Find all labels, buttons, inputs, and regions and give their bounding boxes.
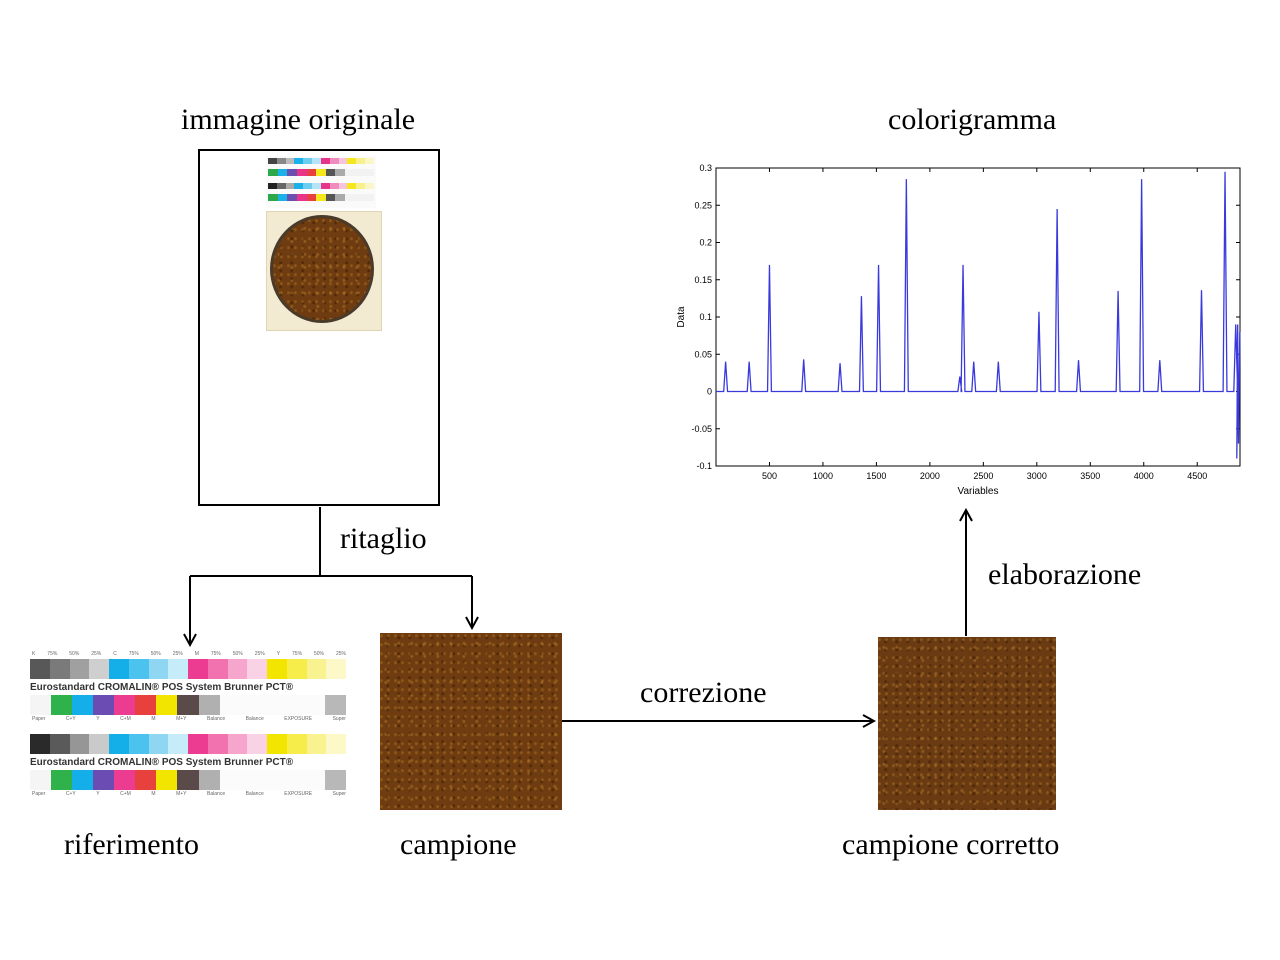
y-tick-label: 0.2 bbox=[699, 238, 712, 248]
tint-patches-bottom bbox=[30, 734, 346, 754]
x-axis-label: Variables bbox=[958, 486, 999, 497]
original-image-title: immagine originale bbox=[181, 103, 416, 136]
y-axis-label: Data bbox=[676, 306, 687, 328]
tint-patches-top bbox=[30, 659, 346, 679]
correction-step-label: correzione bbox=[640, 676, 767, 709]
y-tick-label: -0.05 bbox=[691, 424, 712, 434]
colorigram-series-line bbox=[716, 171, 1241, 459]
x-tick-label: 4000 bbox=[1134, 471, 1154, 481]
brand-line-bottom: Eurostandard CROMALIN® POS System Brunne… bbox=[30, 757, 294, 768]
reference-label: riferimento bbox=[64, 828, 199, 861]
solid-patches-top bbox=[30, 695, 346, 715]
brand-line-top: Eurostandard CROMALIN® POS System Brunne… bbox=[30, 682, 294, 693]
plot-area bbox=[715, 167, 1241, 467]
x-tick-label: 2000 bbox=[920, 471, 940, 481]
x-tick-label: 1500 bbox=[866, 471, 886, 481]
x-tick-label: 3000 bbox=[1027, 471, 1047, 481]
mini-color-chart bbox=[266, 156, 376, 208]
corrected-sample-label: campione corretto bbox=[842, 828, 1060, 861]
y-tick-label: 0.15 bbox=[694, 275, 712, 285]
y-tick-label: -0.1 bbox=[696, 461, 712, 471]
x-tick-label: 1000 bbox=[813, 471, 833, 481]
sample-image bbox=[380, 633, 562, 810]
y-tick-label: 0.3 bbox=[699, 163, 712, 173]
sample-label: campione bbox=[400, 828, 517, 861]
x-tick-label: 2500 bbox=[973, 471, 993, 481]
processing-step-label: elaborazione bbox=[988, 558, 1142, 591]
y-tick-label: 0.05 bbox=[694, 349, 712, 359]
crop-step-label: ritaglio bbox=[340, 522, 427, 555]
y-tick-label: 0.25 bbox=[694, 200, 712, 210]
colorigram-chart: -0.1 -0.05 0 0.05 0.1 0.15 0.2 0.25 0.3 500 1000 1… bbox=[676, 163, 1241, 497]
x-tick-label: 3500 bbox=[1080, 471, 1100, 481]
original-image-frame bbox=[198, 149, 440, 506]
colorigram-title: colorigramma bbox=[888, 103, 1057, 136]
x-tick-label: 500 bbox=[762, 471, 777, 481]
corrected-sample-image bbox=[878, 637, 1056, 810]
y-tick-label: 0 bbox=[707, 387, 712, 397]
petri-dish-sample bbox=[270, 215, 374, 323]
x-tick-label: 4500 bbox=[1187, 471, 1207, 481]
y-tick-label: 0.1 bbox=[699, 312, 712, 322]
solid-patches-bottom bbox=[30, 770, 346, 790]
